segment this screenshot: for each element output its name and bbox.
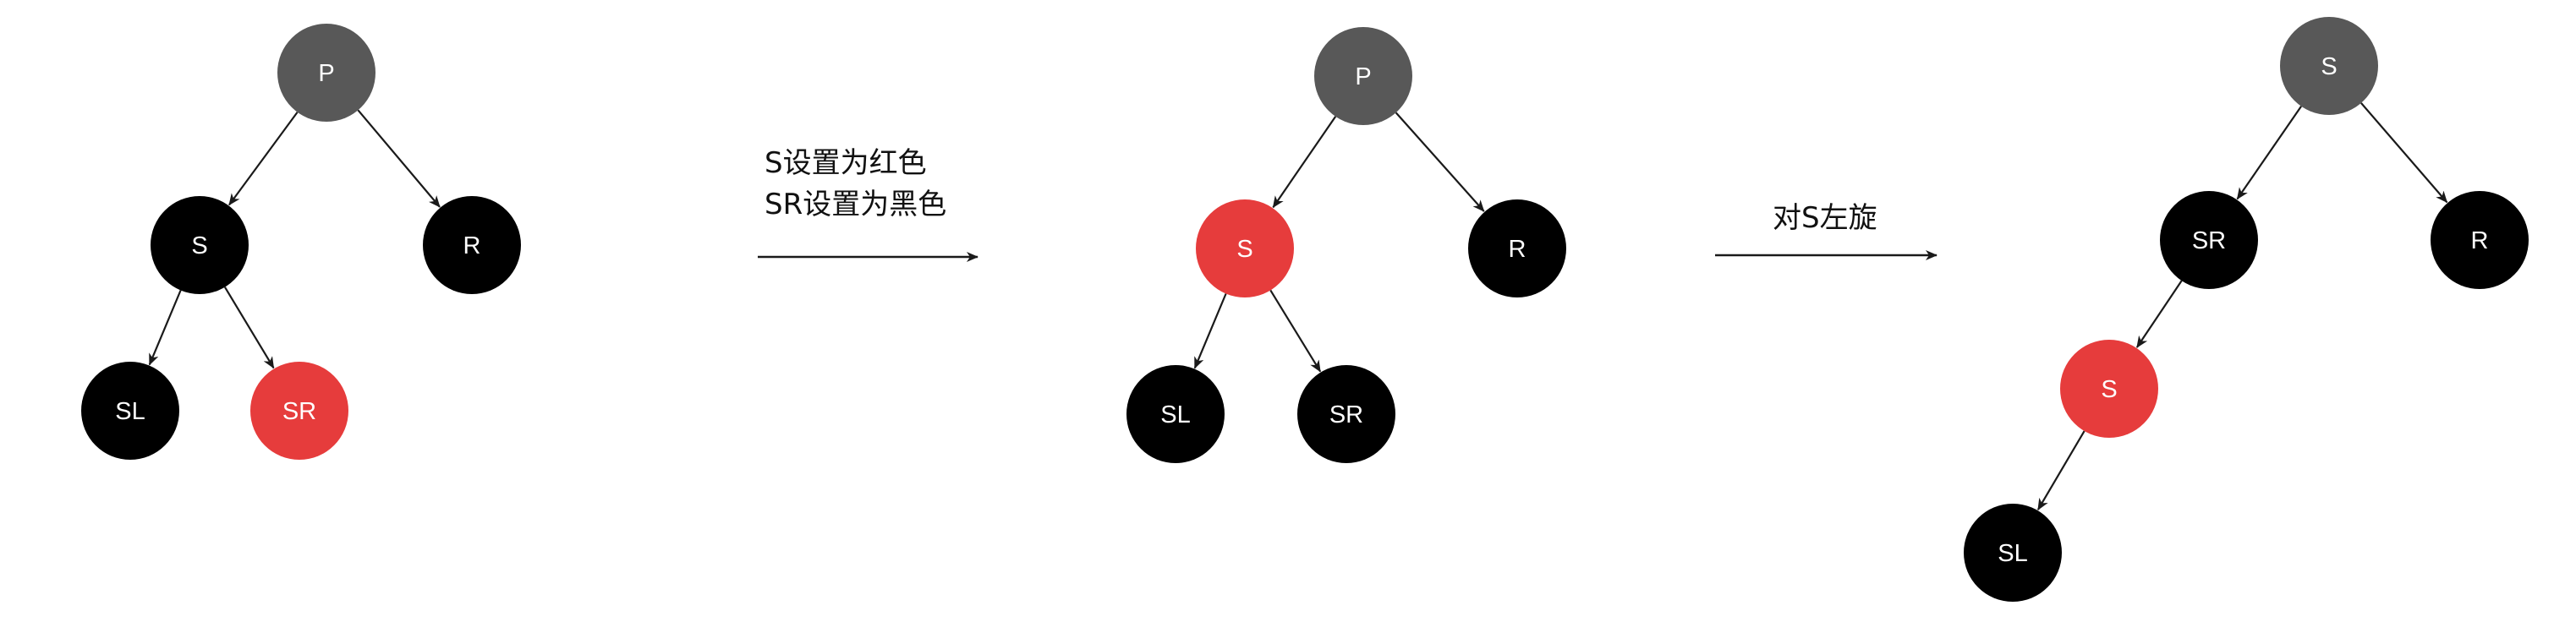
- stage-1-node-s-label: S: [191, 232, 207, 259]
- stage-3-node-s2: S: [2060, 340, 2158, 438]
- stage-3-edge-sr-to-s2: [2135, 280, 2183, 348]
- stage-1-node-r-circle: [423, 196, 521, 294]
- stage-2-node-sr-circle: [1297, 365, 1395, 463]
- stage-1-node-s: S: [151, 196, 249, 294]
- stage-1-node-p: P: [277, 24, 375, 122]
- stage-1-node-r: R: [423, 196, 521, 294]
- operation-1-text-line-2: SR设置为黑色: [765, 188, 946, 221]
- stage-3-node-s2-label: S: [2101, 376, 2117, 403]
- stage-3-edge-s-to-r: [2360, 102, 2448, 204]
- stage-3-node-s-label: S: [2321, 53, 2337, 80]
- stage-1-node-sl-circle: [81, 362, 179, 460]
- stage-2-node-r-circle: [1468, 199, 1566, 297]
- stage-1-node-sl: SL: [81, 362, 179, 460]
- stage-3-node-s-circle: [2280, 17, 2378, 115]
- stage-3-node-r-circle: [2431, 191, 2529, 289]
- stage-3-node-s2-circle: [2060, 340, 2158, 438]
- stage-2-node-s-circle: [1196, 199, 1294, 297]
- operation-2-text-line-1: 对S左旋: [1773, 201, 1877, 235]
- edges-layer: [148, 102, 2448, 510]
- stage-2-node-p-circle: [1314, 27, 1412, 125]
- stage-3-node-sl-circle: [1964, 504, 2062, 602]
- stage-2-node-r-label: R: [1509, 236, 1526, 263]
- stage-2-node-sr-label: SR: [1329, 401, 1363, 428]
- stage-1-node-sl-label: SL: [115, 398, 145, 425]
- stage-3-node-sr-circle: [2160, 191, 2258, 289]
- operation-1-text-line-1: S设置为红色: [765, 146, 927, 180]
- stage-1-node-p-circle: [277, 24, 375, 122]
- stage-3-node-sr: SR: [2160, 191, 2258, 289]
- stage-1-node-p-label: P: [318, 60, 334, 87]
- stage-1-edge-p-to-r: [357, 109, 441, 208]
- stage-1-node-r-label: R: [463, 232, 481, 259]
- operation-1: S设置为红色 SR设置为黑色: [758, 146, 978, 262]
- stage-2-node-sr: SR: [1297, 365, 1395, 463]
- stage-1-node-sr-circle: [250, 362, 348, 460]
- stage-2-edge-p-to-r: [1395, 112, 1485, 212]
- stage-3-edge-s-to-sr: [2236, 106, 2302, 200]
- stage-1-node-s-circle: [151, 196, 249, 294]
- stage-2-node-p: P: [1314, 27, 1412, 125]
- stage-1-node-sr: SR: [250, 362, 348, 460]
- stage-1-edge-s-to-sl: [148, 290, 182, 366]
- stage-2-edge-s-to-sr: [1269, 289, 1322, 373]
- stage-2-edge-s-to-sl: [1193, 293, 1227, 369]
- stage-2-node-r: R: [1468, 199, 1566, 297]
- stage-2-node-s-label: S: [1236, 236, 1252, 263]
- operation-2: 对S左旋: [1715, 201, 1937, 260]
- stage-3-node-r-label: R: [2471, 227, 2489, 254]
- stage-1-node-sr-label: SR: [282, 398, 316, 425]
- operations-layer: S设置为红色 SR设置为黑色 对S左旋: [758, 146, 1937, 262]
- stage-2-node-sl-label: SL: [1160, 401, 1190, 428]
- stage-2-node-p-label: P: [1355, 63, 1371, 90]
- stage-3-edge-s2-to-sl: [2036, 430, 2085, 510]
- stage-3-node-sl: SL: [1964, 504, 2062, 602]
- stage-3-node-r: R: [2431, 191, 2529, 289]
- stage-2-node-sl-circle: [1126, 365, 1225, 463]
- stage-2-node-s: S: [1196, 199, 1294, 297]
- stage-1-edge-p-to-s: [228, 112, 299, 206]
- stage-3-node-s: S: [2280, 17, 2378, 115]
- stage-1-edge-s-to-sr: [223, 286, 275, 369]
- stage-3-node-sl-label: SL: [1998, 540, 2027, 567]
- stage-2-node-sl: SL: [1126, 365, 1225, 463]
- stage-3-node-sr-label: SR: [2192, 227, 2226, 254]
- stage-2-edge-p-to-s: [1272, 116, 1337, 209]
